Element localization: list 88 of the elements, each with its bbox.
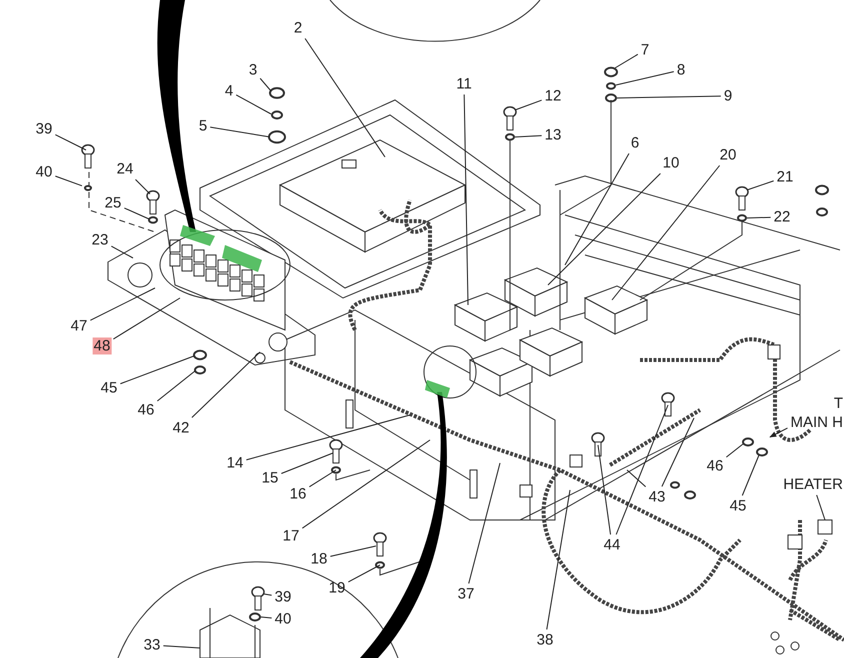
leader-line: [302, 440, 430, 529]
leader-line: [264, 594, 272, 596]
callout-label: 39: [274, 588, 292, 606]
leader-line: [746, 180, 774, 190]
leader-line: [746, 216, 772, 218]
callout-label: 13: [544, 126, 562, 144]
leader-line: [626, 470, 646, 488]
leader-line: [162, 645, 200, 648]
leader-line: [308, 470, 336, 488]
callout-label: 25: [104, 194, 122, 212]
callout-label: 46: [706, 458, 724, 474]
callout-label: HEATER: [782, 476, 844, 493]
leader-line: [210, 126, 270, 138]
callout-label: 42: [172, 420, 190, 436]
callout-label: 17: [282, 528, 300, 544]
leader-line: [726, 444, 744, 458]
callout-label: 4: [224, 82, 234, 100]
leader-line: [124, 208, 150, 220]
callout-label: 40: [34, 164, 54, 180]
leader-line: [661, 418, 694, 487]
callout-label: 15: [260, 470, 280, 486]
callout-label: T: [832, 396, 843, 411]
callout-label: 20: [718, 146, 738, 164]
callout-label: 11: [455, 76, 473, 92]
callout-label: 48: [92, 338, 112, 354]
callout-label: 47: [70, 318, 88, 334]
callout-label: 39: [34, 120, 54, 138]
leader-line: [546, 490, 570, 630]
leader-line: [110, 246, 134, 258]
callout-label: 21: [776, 168, 794, 186]
leader-line: [120, 356, 194, 384]
callout-label: 8: [676, 62, 686, 78]
callout-label: 6: [630, 134, 640, 152]
leader-line: [816, 494, 826, 520]
callout-label: 14: [226, 454, 244, 472]
callout-label: 3: [248, 62, 258, 78]
leader-line: [616, 404, 668, 535]
callout-label: 24: [116, 160, 134, 178]
leader-line: [90, 288, 156, 321]
leader-line: [54, 176, 82, 186]
leader-line: [54, 134, 86, 150]
leader-line: [348, 564, 380, 582]
leader-line: [260, 78, 272, 92]
callout-label: 19: [328, 580, 346, 596]
leader-line: [468, 462, 500, 584]
callout-label: 9: [722, 88, 734, 104]
callout-label: MAIN H: [790, 415, 843, 430]
leader-line: [769, 428, 788, 438]
leader-line: [614, 54, 638, 68]
leader-line: [612, 165, 720, 300]
leader-line: [280, 452, 334, 474]
leader-line: [246, 414, 410, 460]
callout-label: 16: [288, 486, 308, 502]
callout-label: 43: [648, 488, 666, 506]
leader-line: [464, 94, 468, 306]
callout-label: 7: [640, 42, 650, 58]
leader-line: [514, 135, 542, 138]
callout-label: 44: [602, 536, 622, 554]
leader-line: [304, 38, 386, 158]
callout-label: 45: [100, 380, 118, 396]
leader-line: [616, 71, 674, 86]
leader-line: [156, 370, 196, 402]
leader-line: [514, 100, 542, 110]
leader-line: [236, 94, 272, 114]
callout-label: 45: [728, 498, 748, 514]
leader-line: [330, 546, 376, 557]
callout-label: 23: [90, 232, 110, 248]
callout-label: 38: [536, 632, 554, 648]
leader-line: [742, 454, 760, 496]
callout-label: 40: [274, 610, 292, 628]
callout-label: 2: [292, 20, 304, 36]
callout-label: 12: [544, 88, 562, 104]
callout-label: 33: [142, 636, 162, 654]
callout-label: 22: [772, 208, 792, 226]
callout-label: 37: [456, 586, 476, 602]
leader-line: [112, 298, 180, 340]
leader-line: [260, 616, 272, 618]
leader-line: [135, 179, 150, 194]
leader-line: [191, 352, 260, 418]
leader-line: [598, 444, 612, 535]
callout-label: 5: [198, 118, 208, 134]
leader-line: [548, 173, 661, 286]
washer-icon: [84, 185, 92, 191]
leader-line: [616, 96, 722, 98]
callout-label: 18: [310, 550, 328, 568]
callout-label: 10: [662, 154, 680, 172]
callout-label: 46: [136, 402, 156, 418]
leader-line: [564, 153, 630, 266]
